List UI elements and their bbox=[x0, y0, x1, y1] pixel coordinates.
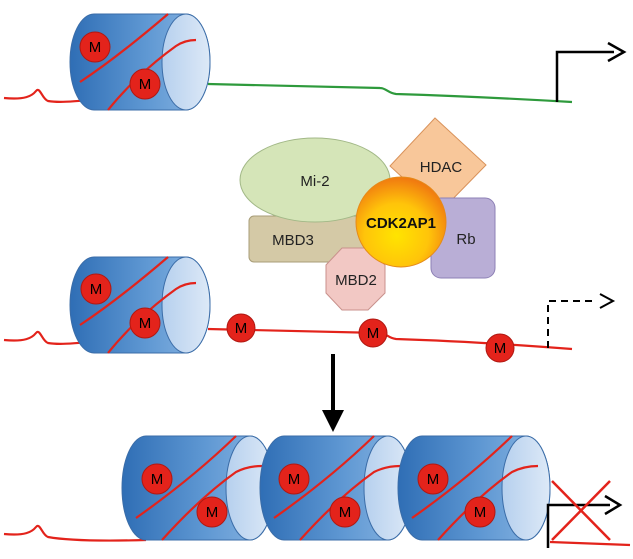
nucleosome: M M bbox=[69, 13, 211, 111]
svg-text:M: M bbox=[474, 504, 487, 521]
svg-text:HDAC: HDAC bbox=[420, 159, 463, 176]
svg-text:M: M bbox=[90, 281, 103, 298]
nucleosome: M M bbox=[121, 435, 275, 541]
transcription-arrow-reduced bbox=[547, 300, 597, 348]
svg-text:M: M bbox=[235, 320, 248, 337]
nucleosome: M M bbox=[259, 435, 413, 541]
svg-text:M: M bbox=[151, 471, 164, 488]
methyl-mark: M bbox=[129, 307, 161, 339]
arrow-head bbox=[599, 293, 616, 309]
svg-text:MBD3: MBD3 bbox=[272, 232, 314, 249]
methyl-mark: M bbox=[129, 68, 161, 100]
svg-text:M: M bbox=[339, 504, 352, 521]
methyl-mark: M bbox=[196, 496, 228, 528]
block-cross-icon bbox=[551, 480, 611, 541]
transcription-arrow-active bbox=[555, 50, 614, 102]
svg-text:M: M bbox=[206, 504, 219, 521]
protein-cdk2ap1: CDK2AP1 bbox=[355, 176, 447, 268]
methyl-mark: M bbox=[417, 463, 449, 495]
row-methylated-chromatin: M M M M M bbox=[3, 256, 616, 363]
dna-strand-methylated bbox=[207, 327, 573, 351]
methyl-mark: M bbox=[226, 313, 256, 343]
svg-text:Mi-2: Mi-2 bbox=[300, 173, 329, 190]
svg-text:M: M bbox=[139, 76, 152, 93]
methyl-mark: M bbox=[278, 463, 310, 495]
row-silenced-chromatin: M M M M bbox=[3, 435, 631, 548]
arrow-head bbox=[607, 41, 627, 63]
methyl-mark: M bbox=[464, 496, 496, 528]
methyl-mark: M bbox=[80, 273, 112, 305]
nucleosome: M M bbox=[397, 435, 551, 541]
methyl-mark: M bbox=[141, 463, 173, 495]
methyl-mark: M bbox=[329, 496, 361, 528]
dna-strand-methylated bbox=[3, 524, 147, 542]
svg-text:Rb: Rb bbox=[456, 231, 475, 248]
svg-text:M: M bbox=[494, 340, 507, 357]
process-arrow-down bbox=[322, 354, 344, 432]
dna-strand-methylated bbox=[3, 330, 93, 345]
protein-hdac: HDAC bbox=[389, 117, 487, 213]
svg-text:M: M bbox=[288, 471, 301, 488]
row-active-chromatin: M M bbox=[3, 13, 627, 111]
protein-mbd2: MBD2 bbox=[325, 247, 386, 311]
arrow-head bbox=[604, 494, 623, 516]
svg-text:CDK2AP1: CDK2AP1 bbox=[366, 215, 436, 232]
methyl-mark: M bbox=[79, 31, 111, 63]
nucleosome: M M bbox=[69, 256, 211, 354]
svg-text:M: M bbox=[427, 471, 440, 488]
svg-text:MBD2: MBD2 bbox=[335, 272, 377, 289]
svg-text:M: M bbox=[89, 39, 102, 56]
dna-strand-unmethylated bbox=[207, 82, 573, 104]
transcription-arrow-blocked bbox=[546, 503, 610, 548]
dna-strand-methylated bbox=[3, 88, 93, 103]
dna-strand-methylated bbox=[549, 540, 631, 547]
svg-text:M: M bbox=[367, 325, 380, 342]
methyl-mark: M bbox=[358, 318, 388, 348]
methyl-mark: M bbox=[485, 333, 515, 363]
repressor-complex: HDAC Rb MBD3 Mi-2 MBD2 CDK2AP1 bbox=[239, 117, 496, 311]
svg-text:M: M bbox=[139, 315, 152, 332]
